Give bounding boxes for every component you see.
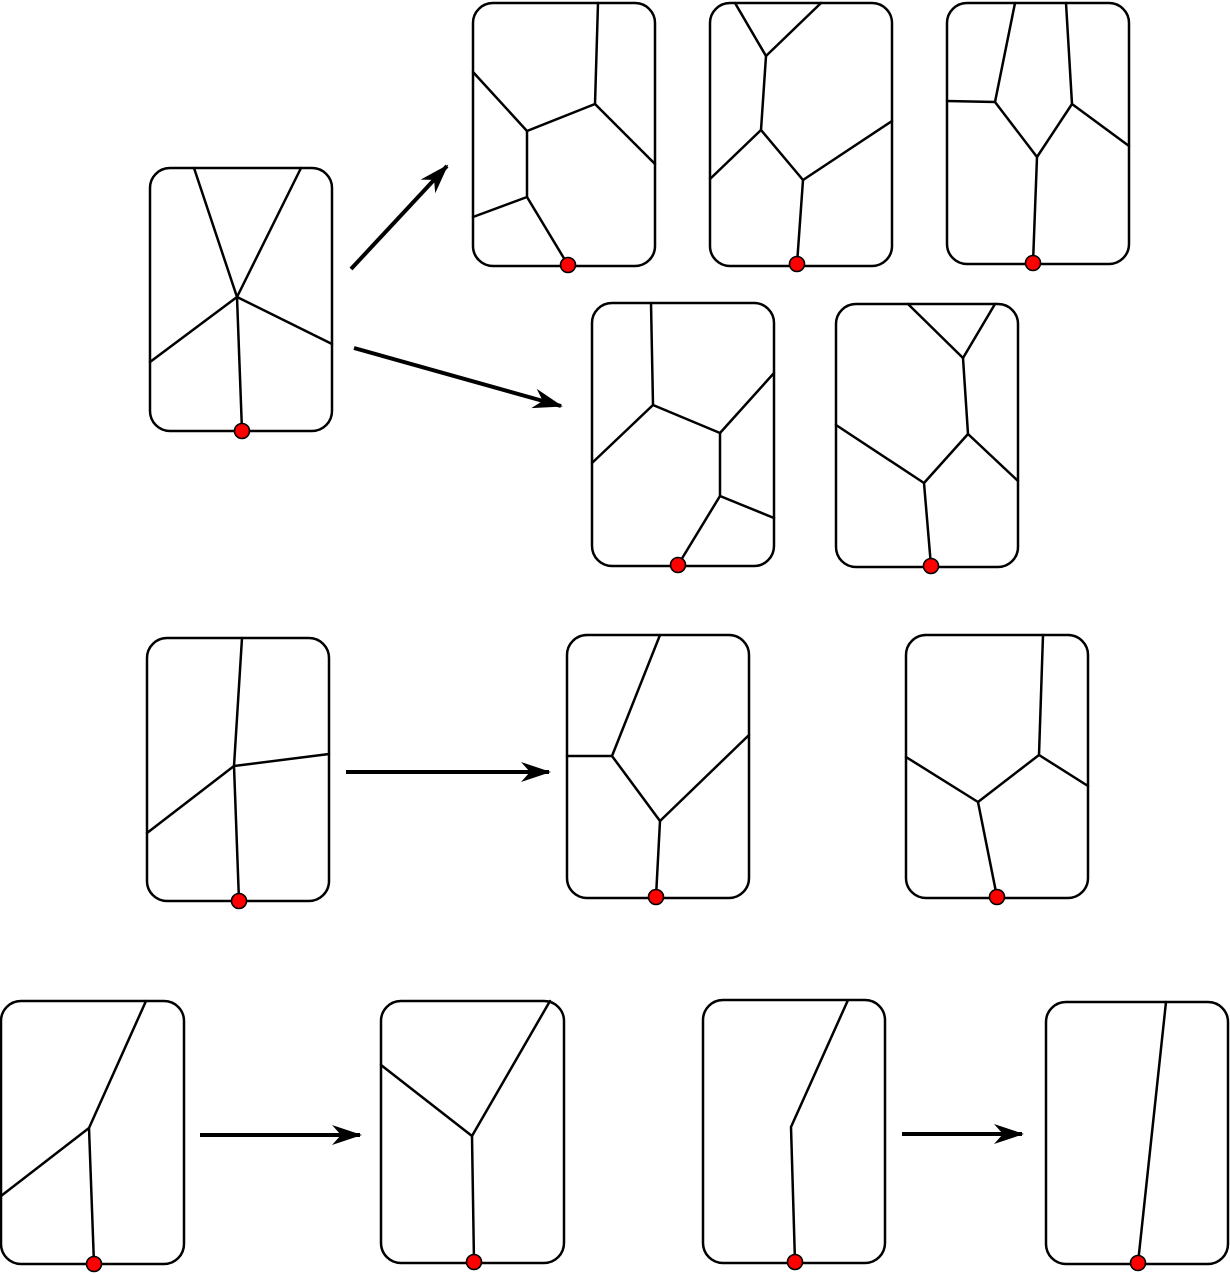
edge	[148, 295, 239, 364]
red-dot-icon	[1129, 1254, 1147, 1272]
edge	[235, 295, 244, 433]
panel-1d	[945, 1, 1131, 272]
panel-1f	[834, 302, 1020, 575]
red-dot-icon	[922, 557, 940, 575]
red-dot-icon	[786, 1253, 804, 1271]
edge	[1031, 155, 1039, 265]
edge	[654, 819, 662, 899]
panel-3b	[379, 999, 566, 1271]
red-dot-icon	[465, 1253, 483, 1271]
red-dot-icon	[988, 888, 1006, 906]
red-dot-icon	[233, 422, 251, 440]
edge	[649, 301, 655, 407]
panel-1a	[148, 166, 334, 440]
edge	[471, 70, 657, 166]
panel-3a	[0, 999, 186, 1273]
red-dot-icon	[559, 256, 577, 274]
panel-1b	[471, 1, 657, 274]
red-dot-icon	[647, 888, 665, 906]
panel-2a	[145, 636, 331, 910]
edge	[904, 753, 1090, 804]
panel-1c	[708, 1, 894, 273]
edge	[87, 1126, 96, 1266]
edge	[795, 178, 805, 266]
panel-4b	[1044, 1000, 1230, 1272]
panel-2c	[904, 633, 1090, 906]
panel-1e	[590, 301, 776, 574]
edge	[232, 764, 241, 903]
edge	[470, 1134, 476, 1264]
edge	[232, 636, 244, 768]
edge	[676, 494, 776, 567]
edge	[993, 1, 1017, 104]
edge	[834, 423, 1020, 485]
panel-4a	[701, 998, 887, 1271]
edge	[593, 1, 600, 106]
arrow-icon	[353, 346, 563, 409]
edge	[471, 195, 570, 267]
red-dot-icon	[1024, 254, 1042, 272]
edge	[1136, 1000, 1168, 1265]
edge	[961, 356, 970, 436]
edge	[235, 295, 334, 346]
edge	[1037, 633, 1045, 757]
panel-2b	[565, 633, 751, 906]
red-dot-icon	[85, 1255, 103, 1273]
arrow-icon	[349, 164, 449, 271]
red-dot-icon	[669, 556, 687, 574]
edge	[922, 481, 933, 568]
red-dot-icon	[788, 255, 806, 273]
edge	[590, 371, 776, 465]
edge	[1064, 1, 1074, 106]
edge	[789, 998, 850, 1264]
edge	[976, 800, 999, 899]
edge	[759, 54, 768, 132]
edge	[708, 119, 894, 182]
red-dot-icon	[230, 892, 248, 910]
